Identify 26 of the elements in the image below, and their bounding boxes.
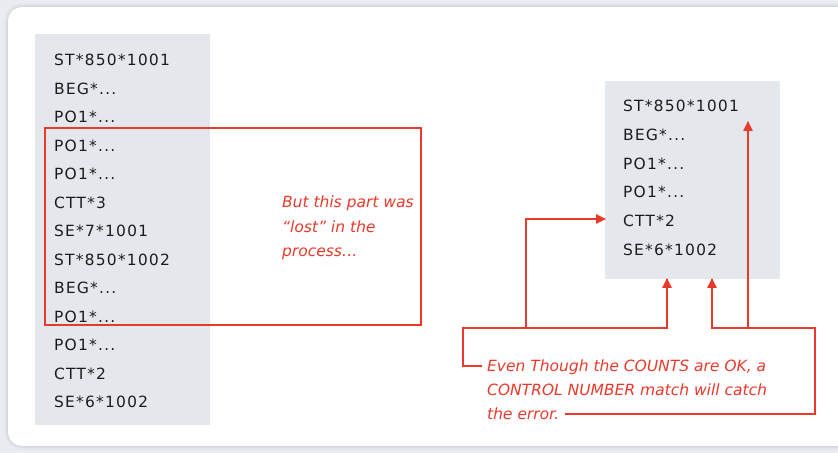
- code-line: ST*850*1001: [54, 50, 172, 71]
- code-line: PO1*...: [54, 107, 116, 128]
- code-line: SE*6*1002: [54, 392, 150, 413]
- code-line: PO1*...: [623, 182, 686, 204]
- code-line: BEG*...: [54, 78, 118, 100]
- code-line: SE*6*1002: [623, 240, 718, 261]
- code-line: CTT*3: [54, 192, 108, 214]
- annotation-text: Even Though the COUNTS are OK, a CONTROL NUMBER match will catch the error.: [487, 357, 767, 423]
- code-line: ST*850*1001: [623, 96, 740, 117]
- code-line: BEG*...: [623, 124, 686, 146]
- code-line: ST*850*1002: [54, 250, 172, 270]
- code-line: PO1*...: [54, 164, 116, 185]
- arrow: [462, 278, 672, 367]
- highlight-frame: [44, 127, 422, 326]
- code-line: PO1*...: [54, 136, 116, 156]
- arrow: [565, 121, 816, 415]
- code-line: CTT*2: [623, 211, 676, 232]
- code-line: PO1*...: [54, 335, 116, 356]
- code-line: PO1*...: [54, 306, 116, 328]
- code-line: SE*7*1001: [54, 221, 150, 242]
- code-panel: [35, 34, 210, 425]
- annotation-text: But this part was “lost” in the process…: [282, 192, 415, 262]
- code-panel: [605, 81, 780, 279]
- code-line: PO1*...: [623, 154, 686, 175]
- code-line: BEG*...: [54, 278, 118, 299]
- code-line: CTT*2: [54, 364, 108, 384]
